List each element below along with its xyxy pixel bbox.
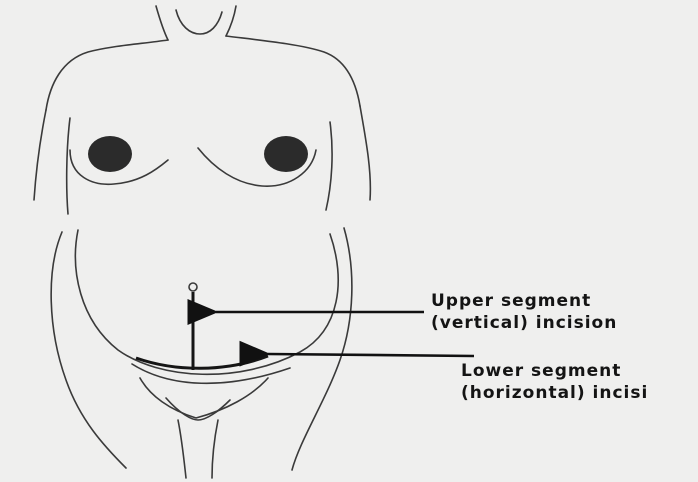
horizontal-incision-line <box>136 356 268 368</box>
body-outline <box>34 6 370 478</box>
horizontal-incision-label: (horizontal) incisi <box>461 383 648 403</box>
right-areola <box>264 136 308 172</box>
upper-segment-label: Upper segment <box>431 291 591 311</box>
left-areola <box>88 136 132 172</box>
lower-segment-label: Lower segment <box>461 361 621 381</box>
vertical-incision-label: (vertical) incision <box>431 313 617 333</box>
lower-segment-arrow <box>268 354 474 356</box>
